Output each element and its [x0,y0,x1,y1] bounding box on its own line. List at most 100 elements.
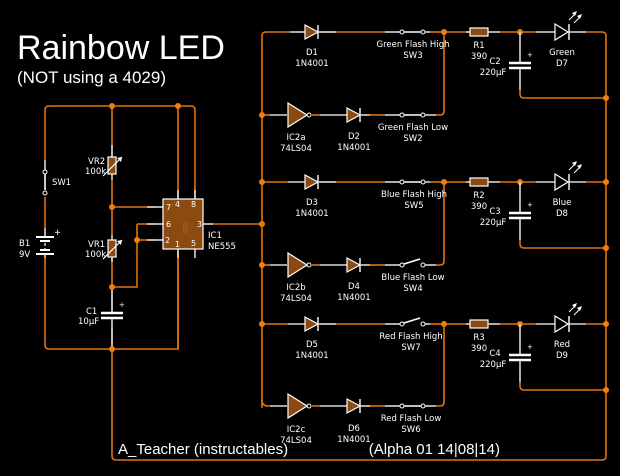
switch-sw1: SW1 [42,160,71,196]
ic1-pin-2: 2 [165,236,170,245]
diagram-title: Rainbow LED [17,29,225,67]
sw4-name: Blue Flash Low [381,273,444,283]
sw1-ref: SW1 [52,178,71,188]
vr1-value: 100k [85,250,106,260]
c4-value: 220µF [480,360,507,370]
r1-value: 390 [471,52,487,62]
sw3-name: Green Flash High [377,40,450,50]
r1-ref: R1 [473,41,484,51]
ic1-pin-6: 6 [166,220,171,229]
sw7-name: Red Flash High [379,332,442,342]
author-credit: A_Teacher (instructables) [118,441,289,458]
d8-ref: D8 [556,209,568,219]
battery-b1: + B1 9V [19,228,61,260]
diode-d6: D6 1N4001 [320,397,371,445]
d3-value: 1N4001 [295,209,328,219]
junction-nodes-left [109,103,265,352]
diode-d5: D5 1N4001 [288,315,336,361]
c3-plus: + [527,201,533,209]
potentiometer-vr1: VR1 100k [85,235,123,262]
led-d7: Green D7 [536,11,586,69]
d4-ref: D4 [348,282,360,292]
switch-sw2: Green Flash Low SW2 [378,112,448,144]
inverter-ic2a: IC2a 74LS04 [270,101,312,154]
diode-d4: D4 1N4001 [320,256,371,303]
ic1-pin-5: 5 [191,239,196,248]
sw6-name: Red Flash Low [381,414,442,424]
capacitor-c1: + C1 10µF [78,290,125,346]
diode-d1: D1 1N4001 [290,23,336,69]
d1-value: 1N4001 [295,59,328,69]
switch-sw7: Red Flash High SW7 [379,317,443,353]
ic1-pin-1: 1 [175,240,180,249]
ic1-pin-3: 3 [197,220,202,229]
inverter-ic2b: IC2b 74LS04 [270,251,312,304]
d2-value: 1N4001 [337,143,370,153]
resistor-r2: R2 390 [466,177,500,212]
sw4-ref: SW4 [403,284,422,294]
d6-ref: D6 [348,424,360,434]
ic1-pin-7: 7 [166,203,171,212]
sw3-ref: SW3 [403,51,422,61]
r2-value: 390 [471,202,487,212]
d6-value: 1N4001 [337,435,370,445]
switch-sw4: Blue Flash Low SW4 [381,258,445,294]
switch-sw5: Blue Flash High SW5 [381,179,447,211]
diode-d3: D3 1N4001 [288,173,336,219]
c3-value: 220µF [480,218,507,228]
d5-value: 1N4001 [295,351,328,361]
sw2-name: Green Flash Low [378,123,448,133]
capacitor-c2: + C2 220µF [480,32,533,90]
ic1-chip-label: 555 [181,222,188,234]
c1-ref: C1 [86,307,97,317]
ic2a-value: 74LS04 [280,144,312,154]
sw5-name: Blue Flash High [381,190,447,200]
potentiometer-vr2: VR2 100k [85,145,123,180]
d9-ref: D9 [556,351,568,361]
c2-ref: C2 [489,57,500,67]
vr2-value: 100k [85,167,106,177]
c4-ref: C4 [489,349,500,359]
capacitor-c4: + C4 220µF [480,324,533,382]
ic1-pin-8: 8 [191,200,196,209]
d1-ref: D1 [306,48,318,58]
ic2b-ref: IC2b [286,283,305,293]
c2-value: 220µF [480,68,507,78]
c1-plus: + [119,301,125,309]
r2-ref: R2 [473,191,484,201]
r3-ref: R3 [473,333,484,343]
ic2b-value: 74LS04 [280,294,312,304]
ic1-value: NE555 [208,242,236,252]
c2-plus: + [527,51,533,59]
version-label: (Alpha 01 14|08|14) [368,441,500,458]
d8-value: Blue [553,198,572,208]
c4-plus: + [527,343,533,351]
sw7-ref: SW7 [401,343,420,353]
b1-value: 9V [19,250,30,260]
led-d8: Blue D8 [536,161,586,219]
r3-value: 390 [471,344,487,354]
ic2c-value: 74LS04 [280,436,312,446]
diagram-subtitle: (NOT using a 4029) [17,68,166,87]
diode-d2: D2 1N4001 [320,106,371,153]
ic1-ref: IC1 [208,231,222,241]
inverter-ic2c: IC2c 74LS04 [270,392,312,446]
c3-ref: C3 [489,207,500,217]
d4-value: 1N4001 [337,293,370,303]
vr2-ref: VR2 [88,157,105,167]
switch-sw6: Red Flash Low SW6 [381,403,442,435]
wires-left [44,31,607,461]
d7-value: Green [549,48,575,58]
d2-ref: D2 [348,132,360,142]
ic1-ne555: 7 4 8 6 3 2 1 5 555 IC1 NE555 [147,190,236,258]
resistor-r1: R1 390 [466,27,500,62]
b1-ref: B1 [19,239,30,249]
led-d9: Red D9 [536,303,586,361]
switch-sw3: Green Flash High SW3 [377,29,450,61]
sw6-ref: SW6 [401,425,420,435]
d9-value: Red [554,340,570,350]
ic2c-ref: IC2c [287,425,306,435]
d7-ref: D7 [556,59,568,69]
d3-ref: D3 [306,198,318,208]
